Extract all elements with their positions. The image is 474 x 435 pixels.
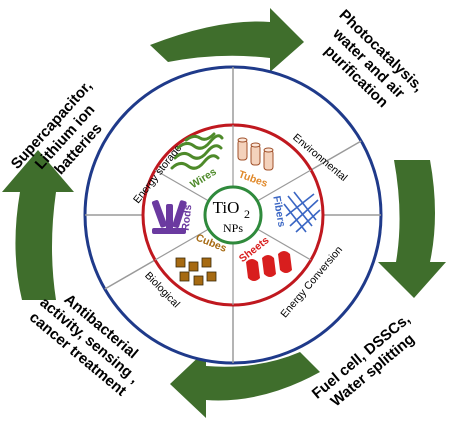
right-arrow	[378, 160, 446, 298]
center-ring	[203, 185, 263, 245]
outer-divider	[104, 259, 156, 290]
center-title-main: TiO	[213, 198, 240, 217]
inner-spoke	[154, 228, 210, 261]
top-arrow	[150, 8, 304, 72]
wires-illustration	[170, 132, 224, 170]
shape-label-rods: Rods	[180, 204, 195, 232]
inner-spoke	[256, 228, 312, 261]
center-title: TiO	[213, 198, 240, 217]
left-arrow	[2, 150, 74, 300]
fibers-illustration	[283, 191, 321, 233]
bottom-arrow	[170, 350, 320, 418]
rods-illustration	[151, 200, 187, 234]
cycle-arrows	[2, 8, 446, 418]
sheets-illustration	[246, 251, 292, 281]
tubes-illustration	[237, 137, 274, 171]
outer-divider	[310, 140, 362, 171]
inner-spokes	[154, 125, 312, 305]
center-subscript: 2	[244, 207, 250, 221]
cubes-illustration	[175, 257, 217, 286]
sector-dividers	[85, 67, 381, 363]
center-subtitle: NPs	[223, 221, 243, 235]
inner-spoke	[154, 169, 210, 202]
inner-spoke	[256, 169, 312, 202]
shape-label-fibers: Fibers	[270, 195, 287, 228]
